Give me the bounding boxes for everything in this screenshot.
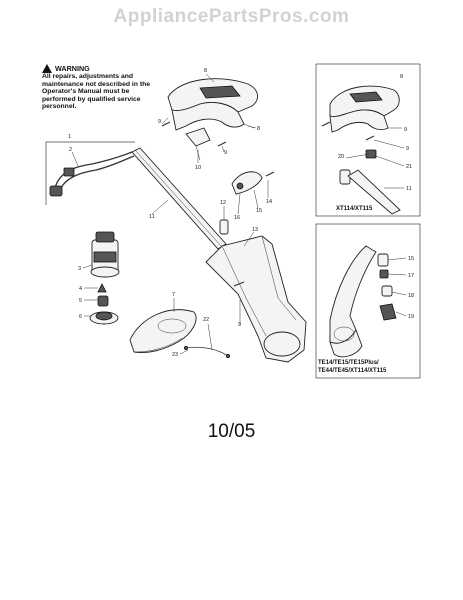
inset-bottom-housing [329, 245, 377, 358]
part-6-spool-hub [89, 311, 119, 325]
warning-icon [42, 64, 52, 73]
inset-top-label-11: 11 [406, 186, 412, 192]
inset-top-label-8: 8 [400, 74, 403, 80]
inset-top-label-20: 20 [338, 154, 344, 160]
inset-top-handle [329, 85, 400, 133]
label-part-14: 14 [266, 199, 272, 205]
inset-bottom-label-19: 19 [408, 314, 414, 320]
part-8-upper-handle [167, 78, 258, 131]
part-16-cord-clip [231, 171, 263, 195]
warning-title: WARNING [55, 63, 90, 73]
warning-text: All repairs, adjustments and maintenance… [42, 73, 151, 111]
cord-assembly-bracket [45, 141, 135, 205]
warning-heading: WARNING [42, 64, 164, 73]
screws-upper [161, 121, 227, 147]
label-part-13: 13 [252, 227, 258, 233]
label-part-15: 15 [256, 208, 262, 214]
part-4-spacer [97, 283, 107, 293]
leader-lines [71, 73, 407, 355]
label-part-4: 4 [79, 286, 82, 292]
part-2-cord-switch [49, 151, 135, 197]
label-part-22: 22 [203, 317, 209, 323]
part-22-23-cutting-line [183, 345, 230, 358]
label-part-6: 6 [79, 314, 82, 320]
part-12-13-clamp [219, 219, 229, 235]
label-part-23: 23 [172, 352, 178, 358]
label-part-9-c: 9 [238, 322, 241, 328]
inset-top-label-9b: 9 [406, 146, 409, 152]
inset-bottom-frame [315, 223, 421, 379]
label-part-7: 7 [172, 292, 175, 298]
inset-top-models: XT114/XT115 [336, 206, 373, 212]
inset-top-clamp [339, 149, 401, 215]
inset-bottom-models-1: TE14/TE15/TE15Plus/ [318, 360, 379, 366]
inset-bottom-label-15: 15 [408, 256, 414, 262]
date-code: 10/05 [207, 421, 256, 442]
label-part-11: 11 [149, 214, 155, 220]
site-title: AppliancePartsPros.com [113, 6, 350, 27]
part-5-spring [97, 295, 109, 307]
part-9-lower-housing [205, 235, 307, 363]
inset-bottom-label-17: 17 [408, 273, 414, 279]
label-part-8-top: 8 [204, 68, 207, 74]
inset-top-frame [315, 63, 421, 217]
label-part-8: 8 [257, 126, 260, 132]
inset-top-screws [321, 121, 375, 141]
label-part-3: 3 [78, 266, 81, 272]
part-14-screw [265, 171, 275, 177]
part-7-spool-cover [129, 309, 197, 353]
inset-bottom-models-2: TE44/TE45/XT114/XT115 [318, 368, 387, 374]
label-part-9-b: 9 [224, 150, 227, 156]
label-part-1: 1 [68, 134, 71, 140]
label-part-10: 10 [195, 165, 201, 171]
label-part-16: 16 [234, 215, 240, 221]
warning-note: WARNING All repairs, adjustments and mai… [42, 64, 164, 111]
inset-bottom-parts [377, 253, 397, 321]
label-part-9-a: 9 [158, 119, 161, 125]
part-3-motor [90, 231, 120, 278]
label-part-12: 12 [220, 200, 226, 206]
label-part-2: 2 [69, 147, 72, 153]
inset-top-label-21: 21 [406, 164, 412, 170]
inset-bottom-label-18: 18 [408, 293, 414, 299]
inset-top-label-9a: 9 [404, 127, 407, 133]
label-part-5: 5 [79, 298, 82, 304]
part-11-shaft [131, 147, 227, 250]
